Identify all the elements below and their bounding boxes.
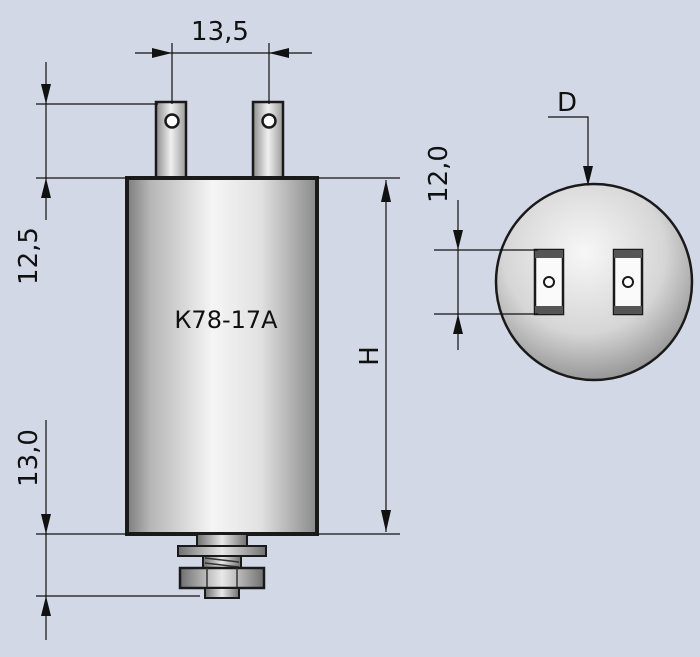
dim-diameter: D <box>548 88 593 186</box>
dim-body-height-text: H <box>355 346 385 366</box>
terminal-left <box>154 100 188 180</box>
dim-terminal-height: 12,5 <box>14 62 158 285</box>
dim-end-view-offset-text: 12,0 <box>424 145 454 203</box>
terminal-right <box>251 100 285 180</box>
dim-terminal-spacing-text: 13,5 <box>191 17 249 47</box>
product-label: К78-17А <box>174 306 278 334</box>
dim-diameter-text: D <box>557 88 577 118</box>
dim-stud-height: 13,0 <box>14 420 200 640</box>
end-view-disc <box>494 182 694 382</box>
dim-end-view-offset: 12,0 <box>424 145 538 350</box>
end-view-terminal-right <box>612 248 644 316</box>
capacitor-body <box>125 176 319 536</box>
end-view-terminal-left <box>533 248 565 316</box>
dim-terminal-height-text: 12,5 <box>14 227 44 285</box>
mounting-stud <box>177 533 267 599</box>
end-view: D 12,0 <box>424 88 694 382</box>
dim-stud-height-text: 13,0 <box>14 429 44 487</box>
dim-body-height: H <box>317 177 400 535</box>
dim-terminal-spacing: 13,5 <box>135 17 312 104</box>
